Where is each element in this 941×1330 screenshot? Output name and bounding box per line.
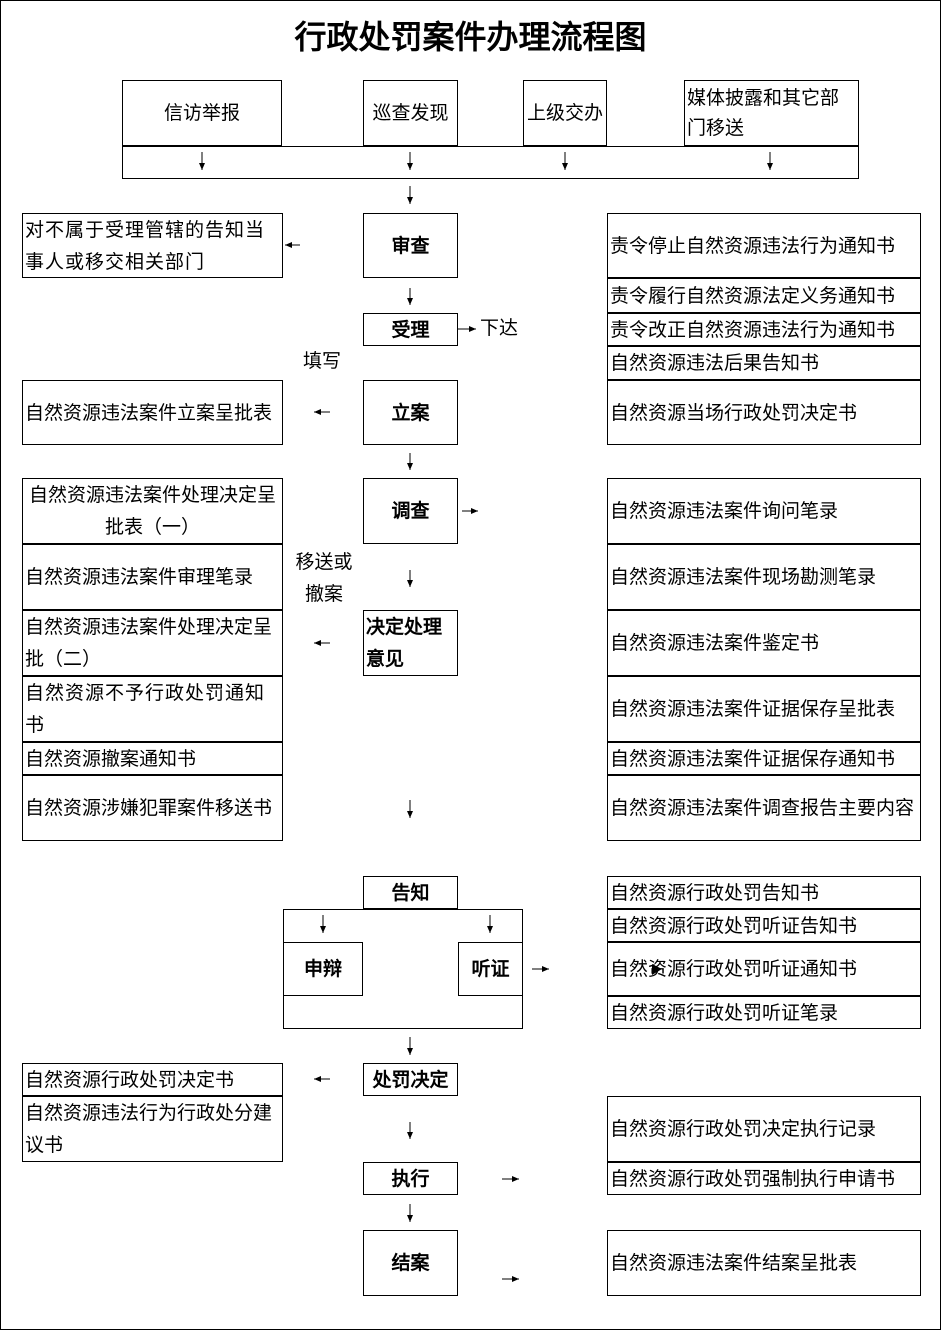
- doc-suggestion: 自然资源违法行为行政处分建议书: [22, 1096, 283, 1162]
- step-close: 结案: [363, 1230, 458, 1296]
- doc-onsite-decision: 自然资源当场行政处罚决定书: [607, 380, 921, 445]
- doc-trial-record: 自然资源违法案件审理笔录: [22, 544, 283, 610]
- step-file: 立案: [363, 380, 458, 445]
- doc-stop-notice: 责令停止自然资源违法行为通知书: [607, 213, 921, 278]
- label-issue: 下达: [480, 317, 519, 339]
- doc-decision-form-1: 自然资源违法案件处理决定呈批表（一）: [22, 478, 283, 544]
- doc-penalty-notice: 自然资源行政处罚告知书: [607, 876, 921, 909]
- doc-penalty-decision: 自然资源行政处罚决定书: [22, 1063, 283, 1096]
- doc-hearing-notice: 自然资源行政处罚听证告知书: [607, 909, 921, 942]
- step-review: 审查: [363, 213, 458, 278]
- doc-crime-transfer: 自然资源涉嫌犯罪案件移送书: [22, 775, 283, 841]
- doc-filing-form: 自然资源违法案件立案呈批表: [22, 380, 283, 445]
- step-decision-opinion: 决定处理意见: [363, 610, 458, 676]
- page-title: 行政处罚案件办理流程图: [294, 18, 647, 56]
- source-inspection: 巡查发现: [363, 80, 458, 146]
- source-superior: 上级交办: [523, 80, 607, 146]
- doc-report-content: 自然资源违法案件调查报告主要内容: [607, 775, 921, 841]
- step-execute: 执行: [363, 1162, 458, 1195]
- doc-appraisal: 自然资源违法案件鉴定书: [607, 610, 921, 676]
- doc-correct-notice: 责令改正自然资源违法行为通知书: [607, 313, 921, 346]
- doc-consequence-notice: 自然资源违法后果告知书: [607, 346, 921, 380]
- doc-no-penalty-notice: 自然资源不予行政处罚通知书: [22, 676, 283, 742]
- step-notify: 告知: [363, 876, 458, 909]
- doc-perform-notice: 责令履行自然资源法定义务通知书: [607, 278, 921, 313]
- source-media: 媒体披露和其它部门移送: [684, 80, 859, 146]
- step-defense: 申辩: [283, 942, 363, 996]
- doc-not-jurisdiction: 对不属于受理管辖的告知当事人或移交相关部门: [22, 213, 283, 278]
- doc-execution-record: 自然资源行政处罚决定执行记录: [607, 1096, 921, 1162]
- doc-enforcement-application: 自然资源行政处罚强制执行申请书: [607, 1162, 921, 1195]
- step-penalty-decision: 处罚决定: [363, 1063, 458, 1096]
- step-hearing: 听证: [458, 942, 523, 996]
- doc-evidence-form: 自然资源违法案件证据保存呈批表: [607, 676, 921, 742]
- source-collector-bar: [122, 146, 859, 179]
- doc-evidence-notice: 自然资源违法案件证据保存通知书: [607, 742, 921, 775]
- doc-hearing-record: 自然资源行政处罚听证笔录: [607, 996, 921, 1029]
- doc-withdraw-notice: 自然资源撤案通知书: [22, 742, 283, 775]
- step-accept: 受理: [363, 313, 458, 346]
- source-petition: 信访举报: [122, 80, 282, 146]
- doc-decision-form-2: 自然资源违法案件处理决定呈批（二）: [22, 610, 283, 676]
- label-fill: 填写: [303, 350, 342, 372]
- cursor-triangle-icon: [652, 964, 662, 975]
- doc-survey-record: 自然资源违法案件现场勘测笔录: [607, 544, 921, 610]
- doc-inquiry-record: 自然资源违法案件询问笔录: [607, 478, 921, 544]
- doc-closing-form: 自然资源违法案件结案呈批表: [607, 1230, 921, 1296]
- label-transfer-withdraw: 移送或撤案: [295, 551, 353, 605]
- step-investigate: 调查: [363, 478, 458, 544]
